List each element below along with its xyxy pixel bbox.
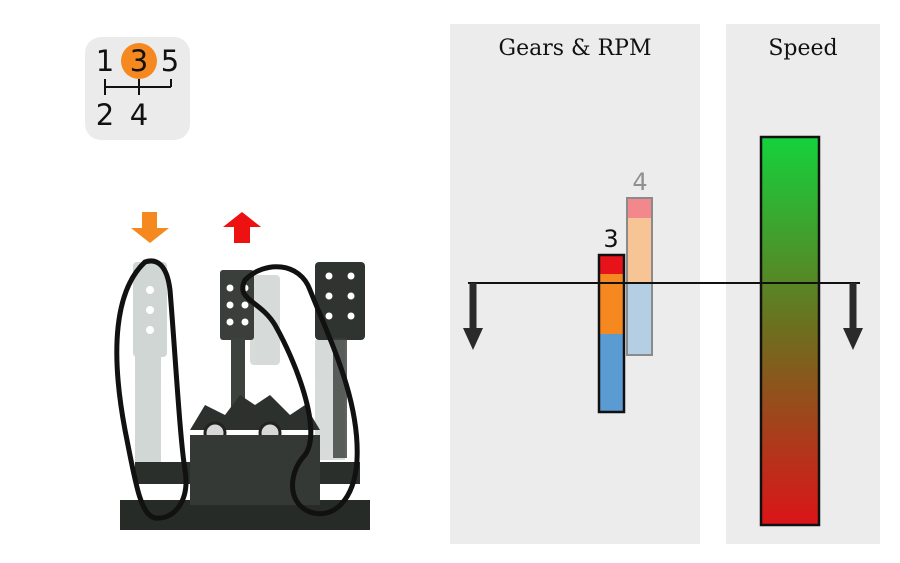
- active-gear-highlight: [121, 43, 157, 79]
- clutch-motion-path: [114, 258, 189, 521]
- current-gear-label: 3: [603, 225, 619, 253]
- gear-5: 5: [160, 44, 180, 78]
- right-down-arrow-icon: [843, 283, 863, 350]
- gear-3: 3: [129, 44, 149, 78]
- gear-1: 1: [95, 44, 115, 78]
- gear-2: 2: [95, 98, 115, 132]
- gears-rpm-title: Gears & RPM: [498, 36, 652, 61]
- throttle-up-arrow-icon: [223, 212, 261, 243]
- pedal-base: [120, 395, 370, 530]
- shift-gate-lines: [104, 79, 172, 95]
- speed-title: Speed: [768, 36, 838, 61]
- next-gear-label: 4: [632, 168, 648, 196]
- gear-shift-indicator: 1 3 5 2 4: [85, 37, 190, 140]
- clutch-pedal: [133, 262, 167, 470]
- current-gear-rpm-bar: [597, 253, 626, 414]
- pedal-box-illustration: [114, 212, 370, 530]
- clutch-down-arrow-icon: [131, 212, 169, 243]
- left-down-arrow-icon: [463, 283, 483, 350]
- throttle-motion-path: [240, 264, 360, 517]
- speed-bar: [759, 135, 821, 527]
- next-gear-rpm-bar: [626, 197, 653, 356]
- gear-4: 4: [129, 98, 149, 132]
